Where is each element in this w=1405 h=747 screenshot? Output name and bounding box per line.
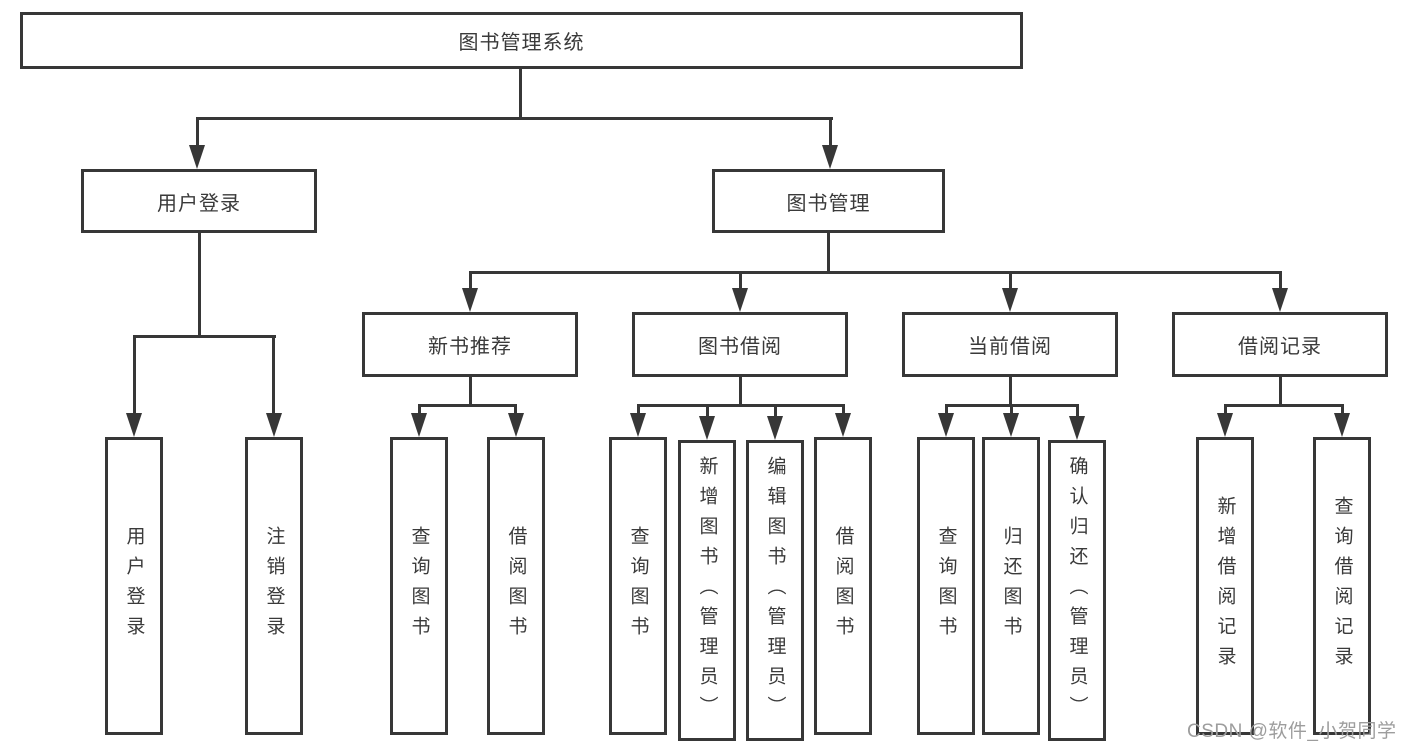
connector-current-stem xyxy=(1009,377,1012,407)
leaf-current-confirm-return-admin: 确认归还（管理员） xyxy=(1048,440,1106,741)
arrow-down-cur-return xyxy=(1003,413,1019,437)
arrow-down-manage xyxy=(822,145,838,169)
leaf-records-query-record: 查询借阅记录 xyxy=(1313,437,1371,735)
leaf-logout-label: 注销登录 xyxy=(263,526,285,646)
connector-drop-cur-return xyxy=(1010,404,1013,418)
arrow-down-bor-add xyxy=(699,416,715,440)
arrow-down-rec-query xyxy=(411,413,427,437)
arrow-down-recommend xyxy=(462,288,478,312)
leaf-records-add-record: 新增借阅记录 xyxy=(1196,437,1254,735)
connector-manage-stem xyxy=(827,233,830,274)
connector-root-stem xyxy=(519,68,522,119)
connector-borrow-stem xyxy=(739,377,742,407)
node-new-book-recommend: 新书推荐 xyxy=(362,312,578,377)
leaf-recommend-query-books-label: 查询图书 xyxy=(408,526,430,646)
connector-drop-bor-add xyxy=(706,404,709,420)
connector-drop-borrow xyxy=(739,271,742,292)
arrow-down-logout xyxy=(266,413,282,437)
connector-drop-recommend xyxy=(469,271,472,292)
arrow-down-user-login xyxy=(126,413,142,437)
connector-drop-bor-query xyxy=(637,404,640,418)
node-current-borrow: 当前借阅 xyxy=(902,312,1118,377)
node-book-borrow: 图书借阅 xyxy=(632,312,848,377)
leaf-borrow-edit-books-admin: 编辑图书（管理员） xyxy=(746,440,804,741)
leaf-current-query-books-label: 查询图书 xyxy=(935,526,957,646)
connector-root-rail xyxy=(196,117,833,120)
node-book-manage-label: 图书管理 xyxy=(786,192,871,215)
arrow-down-records xyxy=(1272,288,1288,312)
arrow-down-recd-add xyxy=(1217,413,1233,437)
arrow-down-bor-edit xyxy=(767,416,783,440)
connector-drop-bor-borrow xyxy=(842,404,845,418)
connector-drop-records xyxy=(1279,271,1282,292)
connector-borrow-rail xyxy=(637,404,845,407)
leaf-current-return-books-label: 归还图书 xyxy=(1000,526,1022,646)
node-user-login: 用户登录 xyxy=(81,169,317,233)
node-borrow-records-label: 借阅记录 xyxy=(1238,336,1322,358)
leaf-borrow-query-books: 查询图书 xyxy=(609,437,667,735)
leaf-logout: 注销登录 xyxy=(245,437,303,735)
leaf-current-confirm-return-admin-label: 确认归还（管理员） xyxy=(1066,455,1088,726)
arrow-down-rec-borrow xyxy=(508,413,524,437)
leaf-current-return-books: 归还图书 xyxy=(982,437,1040,735)
connector-drop-rec-borrow xyxy=(514,404,517,418)
node-new-book-recommend-label: 新书推荐 xyxy=(428,336,512,358)
node-library-system: 图书管理系统 xyxy=(20,12,1023,69)
leaf-borrow-add-books-admin-label: 新增图书（管理员） xyxy=(696,455,718,726)
connector-drop-cur-query xyxy=(945,404,948,418)
leaf-records-add-record-label: 新增借阅记录 xyxy=(1214,496,1236,676)
connector-drop-recd-add xyxy=(1224,404,1227,418)
leaf-borrow-query-books-label: 查询图书 xyxy=(627,526,649,646)
leaf-borrow-edit-books-admin-label: 编辑图书（管理员） xyxy=(764,455,786,726)
leaf-recommend-borrow-books: 借阅图书 xyxy=(487,437,545,735)
leaf-borrow-borrow-books-label: 借阅图书 xyxy=(832,526,854,646)
connector-records-stem xyxy=(1279,377,1282,407)
arrow-down-login xyxy=(189,145,205,169)
arrow-down-cur-query xyxy=(938,413,954,437)
node-library-system-label: 图书管理系统 xyxy=(458,32,585,54)
leaf-current-query-books: 查询图书 xyxy=(917,437,975,735)
leaf-records-query-record-label: 查询借阅记录 xyxy=(1331,496,1353,676)
connector-drop-bor-edit xyxy=(774,404,777,420)
connector-drop-manage xyxy=(829,117,832,149)
arrow-down-cur-confirm xyxy=(1069,416,1085,440)
connector-drop-recd-query xyxy=(1341,404,1344,418)
node-borrow-records: 借阅记录 xyxy=(1172,312,1388,377)
arrow-down-bor-query xyxy=(630,413,646,437)
connector-records-rail xyxy=(1224,404,1343,407)
leaf-borrow-borrow-books: 借阅图书 xyxy=(814,437,872,735)
arrow-down-current xyxy=(1002,288,1018,312)
connector-drop-login xyxy=(196,117,199,149)
node-book-borrow-label: 图书借阅 xyxy=(698,336,782,358)
connector-drop-rec-query xyxy=(418,404,421,418)
node-current-borrow-label: 当前借阅 xyxy=(968,336,1052,358)
leaf-recommend-borrow-books-label: 借阅图书 xyxy=(505,526,527,646)
connector-login-rail xyxy=(133,335,276,338)
arrow-down-borrow xyxy=(732,288,748,312)
leaf-user-login: 用户登录 xyxy=(105,437,163,735)
node-book-manage: 图书管理 xyxy=(712,169,945,233)
leaf-borrow-add-books-admin: 新增图书（管理员） xyxy=(678,440,736,741)
arrow-down-bor-borrow xyxy=(835,413,851,437)
connector-recommend-stem xyxy=(469,377,472,407)
node-user-login-label: 用户登录 xyxy=(157,192,241,215)
connector-drop-user-login xyxy=(133,335,136,418)
connector-login-stem xyxy=(198,233,201,337)
connector-recommend-rail xyxy=(418,404,517,407)
arrow-down-recd-query xyxy=(1334,413,1350,437)
csdn-watermark: CSDN @软件_小贺同学 xyxy=(1187,721,1397,742)
connector-manage-rail xyxy=(469,271,1282,274)
connector-drop-cur-confirm xyxy=(1076,404,1079,420)
leaf-recommend-query-books: 查询图书 xyxy=(390,437,448,735)
leaf-user-login-label: 用户登录 xyxy=(123,526,145,646)
connector-drop-current xyxy=(1009,271,1012,292)
connector-drop-logout xyxy=(272,335,275,418)
